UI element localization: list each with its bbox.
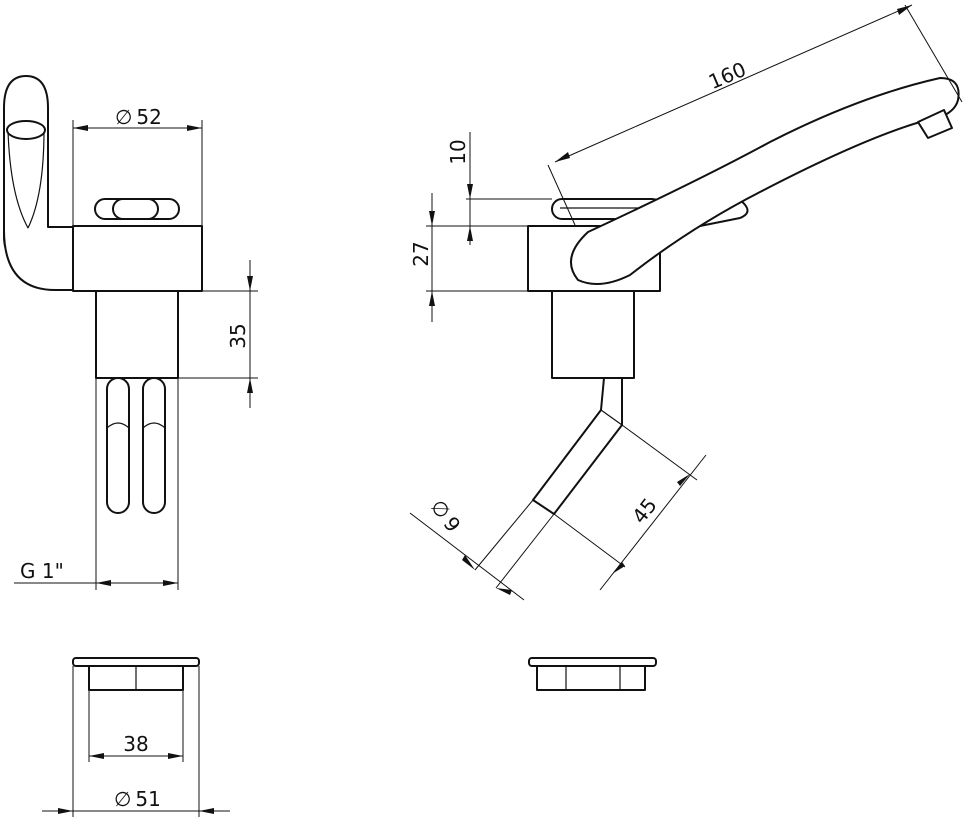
front-view: ∅52 35 G 1" [3, 75, 258, 590]
side-shank [551, 290, 635, 379]
nut-view-left: 38 ∅51 [42, 657, 230, 817]
nut-left-flange [72, 657, 200, 667]
dim-27-label: 27 [409, 241, 433, 266]
side-view: 160 10 27 ∅9 45 [409, 4, 963, 601]
dim-35-label: 35 [226, 323, 250, 348]
front-hose-left [106, 377, 130, 514]
dim-51-value: 51 [135, 787, 160, 811]
front-handle-neck [3, 226, 75, 291]
nut-view-right [528, 657, 657, 691]
dim-52-label: ∅52 [115, 105, 162, 129]
dim-g1-label: G 1" [20, 559, 64, 583]
front-hose-right [142, 377, 166, 514]
dim-51-label: ∅51 [114, 787, 161, 811]
diameter-symbol: ∅ [115, 105, 132, 129]
nut-right-flange [528, 657, 657, 667]
dim-38-label: 38 [123, 732, 148, 756]
dim-10-label: 10 [446, 139, 470, 164]
side-outlet [532, 377, 623, 515]
side-lever [569, 77, 960, 285]
diameter-symbol-51: ∅ [114, 787, 131, 811]
dim-52-value: 52 [136, 105, 161, 129]
nut-right-body [536, 665, 646, 691]
front-shank [95, 290, 179, 379]
dim-160-label: 160 [705, 57, 750, 94]
dim-45-label: 45 [627, 493, 662, 528]
front-body [72, 225, 203, 292]
dim-9-label: ∅9 [426, 495, 466, 537]
